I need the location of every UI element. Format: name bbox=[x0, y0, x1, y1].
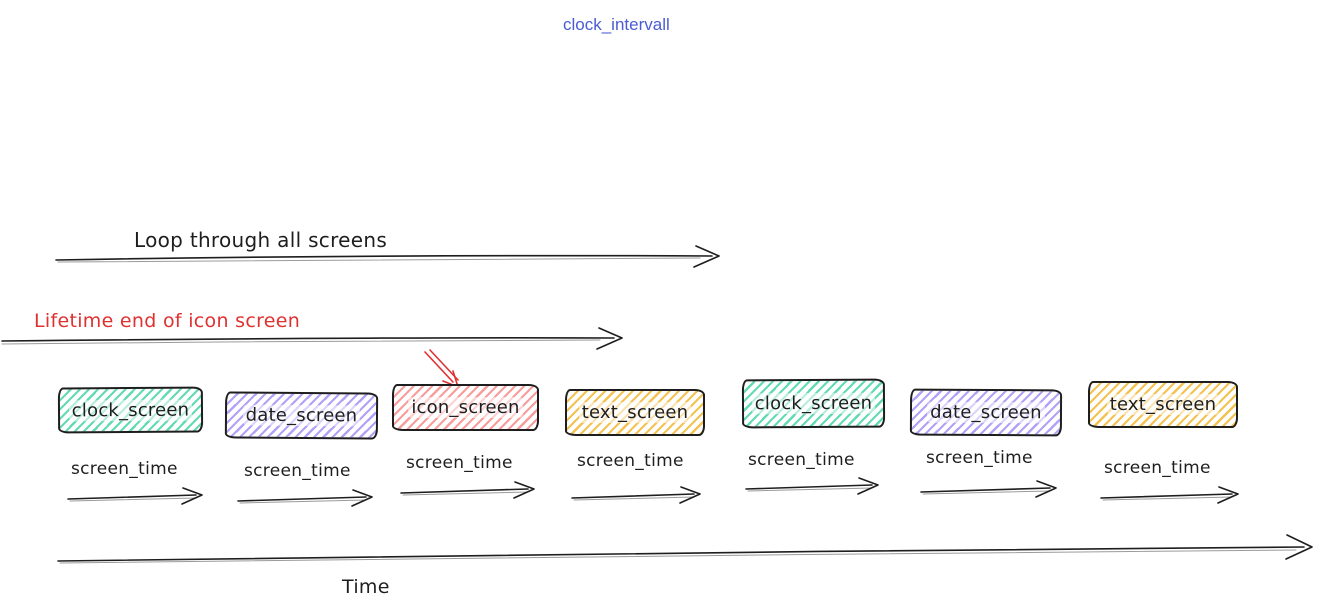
screen-time-arrow-2 bbox=[237, 489, 373, 507]
screen-time-label-2: screen_time bbox=[244, 461, 351, 481]
screen-box-date-2: date_screen bbox=[909, 388, 1063, 437]
screen-time-arrow-5 bbox=[745, 477, 879, 495]
screen-box-label: clock_screen bbox=[68, 399, 193, 421]
screen-box-clock-2: clock_screen bbox=[741, 378, 886, 429]
screen-time-arrow-1 bbox=[67, 487, 203, 505]
screen-box-label: date_screen bbox=[927, 401, 1045, 424]
red-pointer-arrow bbox=[424, 349, 459, 388]
screen-time-label-6: screen_time bbox=[926, 448, 1033, 468]
screen-time-label-3: screen_time bbox=[406, 453, 513, 473]
screen-box-label: clock_screen bbox=[751, 392, 876, 415]
screen-time-label-4: screen_time bbox=[577, 451, 684, 471]
screen-time-arrow-4 bbox=[571, 486, 701, 504]
screen-box-text-2: text_screen bbox=[1088, 381, 1238, 428]
screen-time-label-5: screen_time bbox=[748, 450, 855, 470]
screen-time-arrow-3 bbox=[400, 481, 535, 499]
lifetime-arrow bbox=[1, 327, 623, 350]
screen-box-clock-1: clock_screen bbox=[57, 386, 204, 434]
screen-time-label-7: screen_time bbox=[1104, 458, 1211, 478]
loop-arrow-label: Loop through all screens bbox=[134, 228, 388, 252]
time-axis-arrow bbox=[57, 534, 1313, 564]
screen-box-icon-1: icon_screen bbox=[392, 384, 539, 431]
screen-time-label-1: screen_time bbox=[71, 459, 178, 479]
lifetime-arrow-label: Lifetime end of icon screen bbox=[34, 310, 301, 332]
page-title: clock_intervall bbox=[563, 15, 670, 34]
screen-time-arrow-7 bbox=[1100, 486, 1239, 504]
screen-box-label: text_screen bbox=[578, 402, 692, 423]
screen-box-label: date_screen bbox=[242, 404, 361, 427]
screen-box-date-1: date_screen bbox=[224, 391, 379, 440]
screen-time-arrow-6 bbox=[920, 480, 1057, 498]
screen-box-label: text_screen bbox=[1106, 394, 1220, 415]
screen-box-label: icon_screen bbox=[408, 397, 523, 418]
time-axis-label: Time bbox=[342, 576, 390, 598]
screen-box-text-1: text_screen bbox=[565, 389, 705, 436]
